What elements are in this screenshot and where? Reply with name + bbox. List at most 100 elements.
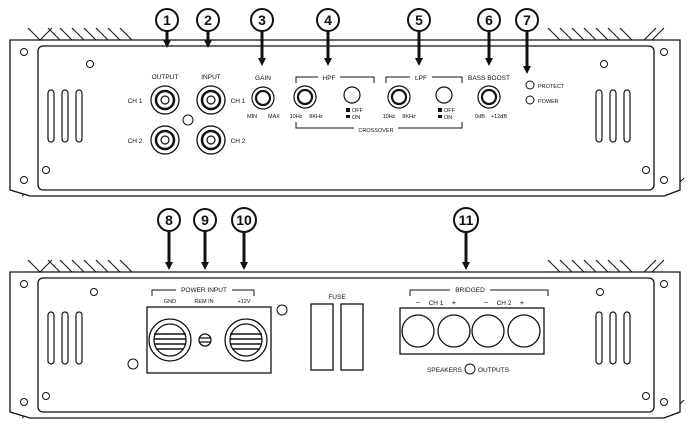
bridged-label: BRIDGED <box>455 287 485 294</box>
crossover-label-bg <box>354 124 398 133</box>
output-ch2-label: CH 2 <box>128 138 143 145</box>
callout-10-number: 10 <box>236 212 252 228</box>
hpf-label-bg <box>318 72 340 81</box>
screw-icon <box>642 166 650 174</box>
fuse-1[interactable] <box>310 303 334 371</box>
callout-4: 4 <box>316 8 340 66</box>
lpf-switch-button[interactable] <box>435 86 453 104</box>
hpf-high-freq-label: 8KHz <box>309 114 323 120</box>
gain-knob[interactable] <box>251 86 275 110</box>
gnd-terminal[interactable] <box>148 318 192 362</box>
callouts: 1 2 3 4 5 6 7 <box>155 8 539 270</box>
fuse-2[interactable] <box>340 303 364 371</box>
lpf-label: LPF <box>415 75 427 82</box>
callout-1-number: 1 <box>163 12 171 28</box>
lpf-on-indicator-icon <box>438 115 442 118</box>
callout-8: 8 <box>157 208 181 270</box>
power-input-label-bg <box>176 284 232 293</box>
screw-icon <box>660 398 668 406</box>
callout-6: 6 <box>477 8 501 66</box>
output-ch1-rca-jack[interactable] <box>150 85 180 115</box>
bridged-label-bg <box>450 284 490 293</box>
fuse-label: FUSE <box>328 294 346 301</box>
callout-7-number: 7 <box>523 12 531 28</box>
ch1-plus-label: + <box>452 298 457 307</box>
callout-3-number: 3 <box>258 12 266 28</box>
screw-icon <box>182 114 194 126</box>
top-vents <box>47 89 631 143</box>
screw-icon <box>20 398 28 406</box>
speaker-ch1-plus-terminal[interactable] <box>437 314 471 348</box>
input-ch2-label: CH 2 <box>231 138 246 145</box>
hpf-low-freq-label: 10Hz <box>290 114 303 120</box>
lpf-off-indicator-icon <box>438 108 442 112</box>
input-label: INPUT <box>201 74 221 81</box>
lpf-low-freq-label: 10Hz <box>383 114 396 120</box>
screw-icon <box>642 392 650 400</box>
outputs-label: OUTPUTS <box>478 367 510 374</box>
screw-icon <box>600 60 608 68</box>
callout-11-number: 11 <box>459 212 474 228</box>
gain-max-label: MAX <box>268 114 280 120</box>
bass-boost-high-label: +12dB <box>491 114 507 120</box>
callout-2: 2 <box>196 8 220 48</box>
power-label: POWER <box>538 99 559 105</box>
screw-icon <box>464 363 476 375</box>
hpf-switch-button[interactable] <box>343 86 361 104</box>
callout-3: 3 <box>250 8 274 66</box>
input-ch2-rca-jack[interactable] <box>196 125 226 155</box>
speakers-label: SPEAKERS <box>427 367 463 374</box>
screw-icon <box>596 288 604 296</box>
hpf-off-indicator-icon <box>346 108 350 112</box>
input-ch1-label: CH 1 <box>231 98 246 105</box>
screw-icon <box>42 392 50 400</box>
speaker-ch2-minus-terminal[interactable] <box>471 314 505 348</box>
ch2-plus-label: + <box>520 298 525 307</box>
rem-in-label: REM IN <box>194 299 213 305</box>
callout-4-number: 4 <box>324 12 332 28</box>
output-label: OUTPUT <box>152 74 179 81</box>
bass-boost-knob[interactable] <box>477 85 501 109</box>
callout-11: 11 <box>453 207 479 270</box>
hpf-on-indicator-icon <box>346 115 350 118</box>
ch1-label: CH 1 <box>429 300 444 307</box>
screw-icon <box>20 48 28 56</box>
callout-7: 7 <box>515 8 539 74</box>
screw-icon <box>276 304 288 316</box>
screw-icon <box>127 358 139 370</box>
rca-jacks <box>150 85 226 155</box>
hpf-off-label: OFF <box>352 108 364 114</box>
callout-1: 1 <box>155 8 179 48</box>
screw-icon <box>660 176 668 184</box>
hpf-frequency-knob[interactable] <box>293 85 317 109</box>
screw-icon <box>90 288 98 296</box>
lpf-on-label: ON <box>444 115 452 121</box>
output-ch2-rca-jack[interactable] <box>150 125 180 155</box>
protect-label: PROTECT <box>538 84 565 90</box>
bottom-panel: POWER INPUT GND REM IN +12V FUSE BRIDGED… <box>9 259 685 419</box>
bottom-screws <box>20 280 668 406</box>
screw-icon <box>86 60 94 68</box>
ch2-label: CH 2 <box>497 300 512 307</box>
callout-8-number: 8 <box>165 212 173 228</box>
speaker-ch1-minus-terminal[interactable] <box>401 314 435 348</box>
screw-icon <box>20 176 28 184</box>
callout-2-number: 2 <box>204 12 212 28</box>
gain-min-label: MIN <box>247 114 257 120</box>
hpf-label: HPF <box>323 75 336 82</box>
plus12v-terminal[interactable] <box>224 318 268 362</box>
screw-icon <box>20 280 28 288</box>
plus12v-label: +12V <box>238 299 251 305</box>
input-ch1-rca-jack[interactable] <box>196 85 226 115</box>
screw-icon <box>42 166 50 174</box>
speaker-ch2-plus-terminal[interactable] <box>507 314 541 348</box>
power-led-icon <box>525 95 535 105</box>
rem-in-terminal[interactable] <box>198 333 212 347</box>
gnd-label: GND <box>164 299 176 305</box>
callout-6-number: 6 <box>485 12 493 28</box>
bass-boost-label: BASS BOOST <box>468 75 510 82</box>
lpf-off-label: OFF <box>444 108 456 114</box>
lpf-frequency-knob[interactable] <box>387 85 411 109</box>
hpf-on-label: ON <box>352 115 360 121</box>
